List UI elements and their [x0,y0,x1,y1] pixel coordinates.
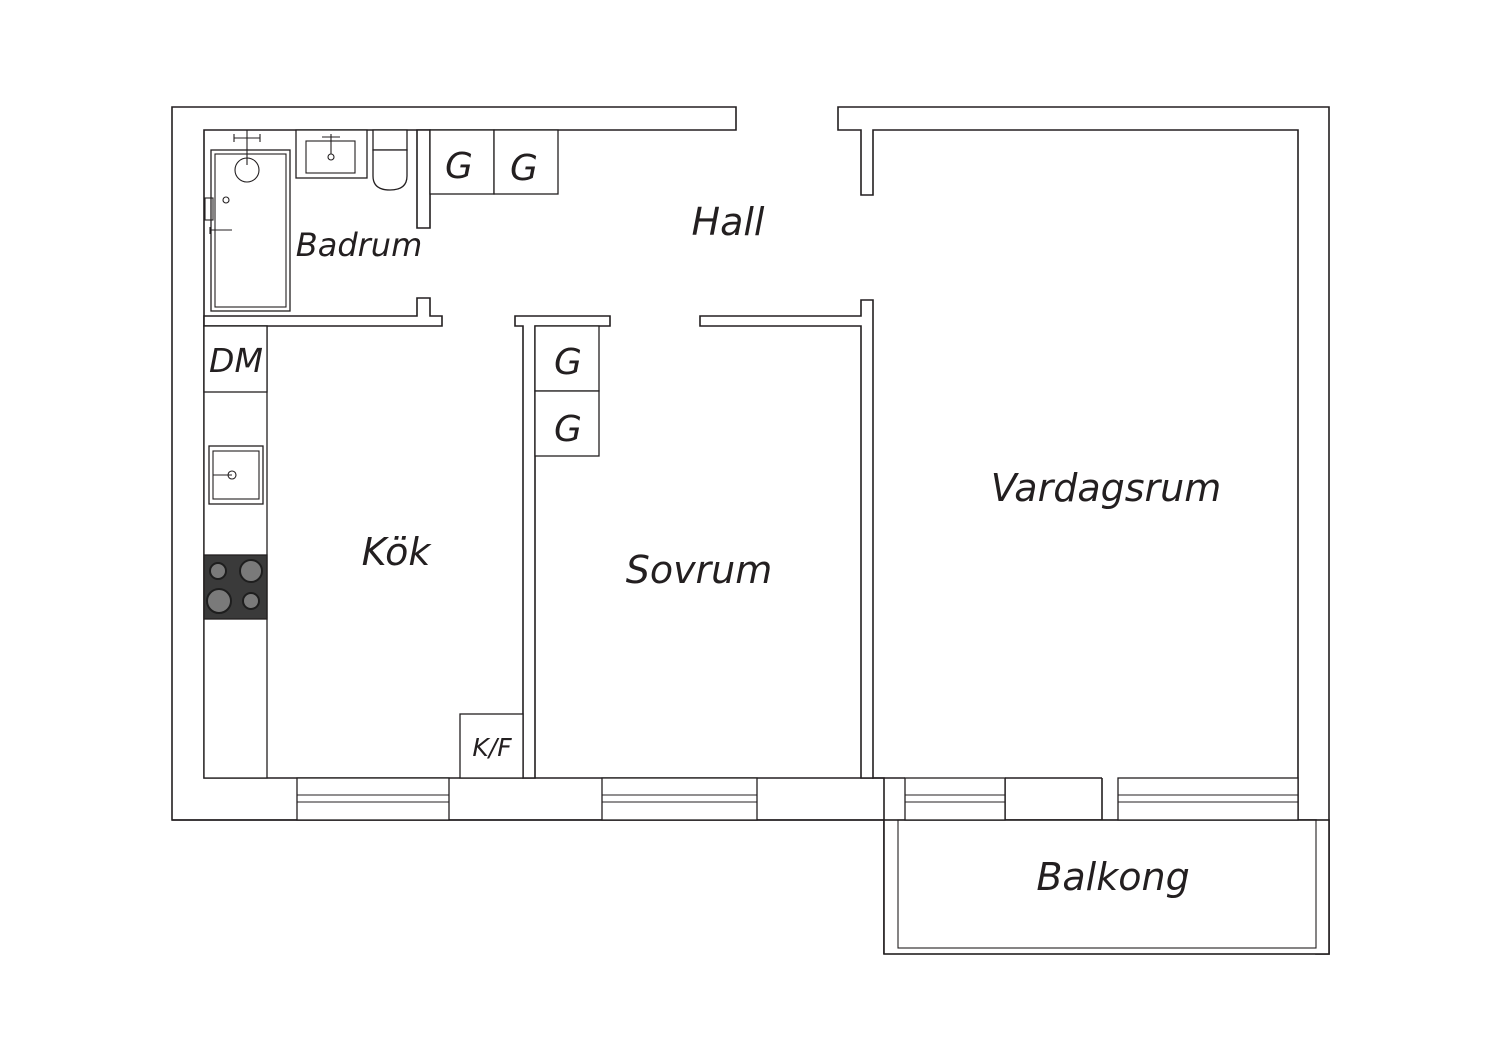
windows [296,777,1299,821]
room-label-hall: Hall [692,200,765,244]
shower-icon [204,130,291,312]
dishwasher-label: DM [209,341,263,380]
room-label-kok: Kök [362,530,433,574]
bedroom-wardrobes: G G [534,325,600,457]
room-label-vardagsrum: Vardagsrum [991,466,1222,510]
kitchen-sink-icon [208,445,264,505]
kitchen-counter: DM K/F [203,325,524,779]
bathroom-fixtures [204,129,408,312]
wardrobe-label: G [554,342,582,383]
window-icon [296,777,450,821]
hall-wardrobes: G G [429,129,559,195]
room-label-badrum: Badrum [296,226,422,264]
interior-walls [203,129,874,779]
room-label-sovrum: Sovrum [626,548,773,592]
sink-icon [295,129,368,179]
room-label-balkong: Balkong [1036,855,1189,899]
fridge-freezer-label: K/F [472,733,512,762]
window-icon [1117,777,1299,821]
wardrobe-label: G [554,409,582,450]
fridge-freezer: K/F [459,713,524,779]
balcony [883,819,1330,955]
wardrobe-label: G [445,146,473,187]
window-icon [601,777,758,821]
stove-icon [203,554,268,620]
toilet-icon [372,129,408,191]
room-labels: Hall Badrum Kök Sovrum Vardagsrum Balkon… [296,200,1222,899]
window-icon [904,777,1006,821]
wardrobe-label: G [510,148,538,189]
